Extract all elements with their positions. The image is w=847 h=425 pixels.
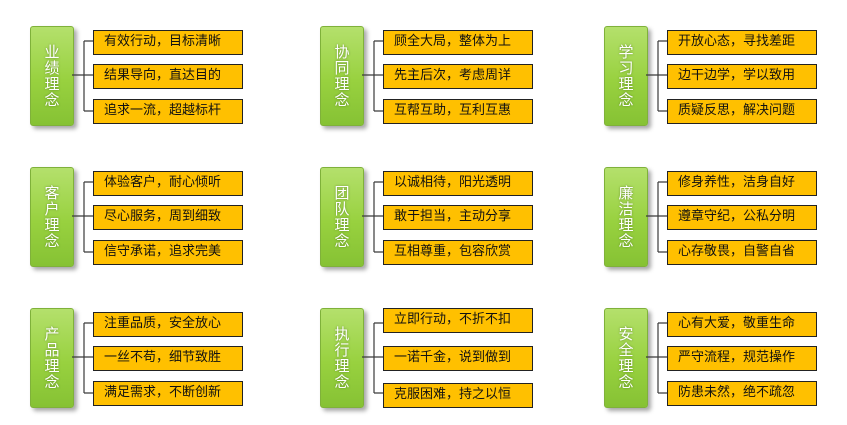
concept-group-learning: 学习理念 开放心态，寻找差距 边干边学，学以致用 质疑反思，解决问题 (604, 26, 844, 141)
principle-item: 开放心态，寻找差距 (667, 30, 817, 55)
principle-item: 严守流程，规范操作 (667, 346, 817, 371)
principle-item: 以诚相待，阳光透明 (383, 171, 533, 196)
concept-group-integrity: 廉洁理念 修身养性，洁身自好 遵章守纪，公私分明 心存敬畏，自警自省 (604, 167, 844, 282)
principle-item: 注重品质，安全放心 (93, 312, 243, 337)
concept-box: 客户理念 (30, 167, 74, 267)
bracket-connector (72, 40, 93, 112)
bracket-connector (646, 40, 667, 112)
principle-item: 尽心服务，周到细致 (93, 205, 243, 230)
principle-item: 顾全大局，整体为上 (383, 30, 533, 55)
bracket-connector (72, 322, 93, 394)
concept-box: 安全理念 (604, 308, 648, 408)
principle-item: 克服困难，持之以恒 (383, 383, 533, 408)
principle-item: 有效行动，目标清晰 (93, 30, 243, 55)
principle-item: 一诺千金，说到做到 (383, 346, 533, 371)
principle-item: 心有大爱，敬重生命 (667, 312, 817, 337)
principle-item: 满足需求，不断创新 (93, 381, 243, 406)
principle-item: 体验客户，耐心倾听 (93, 171, 243, 196)
principle-item: 互帮互助，互利互惠 (383, 99, 533, 124)
principle-item: 修身养性，洁身自好 (667, 171, 817, 196)
bracket-connector (362, 40, 383, 112)
principle-item: 敢于担当，主动分享 (383, 205, 533, 230)
principle-item: 先主后次，考虑周详 (383, 64, 533, 89)
concept-box: 学习理念 (604, 26, 648, 126)
concept-group-product: 产品理念 注重品质，安全放心 一丝不苟，细节致胜 满足需求，不断创新 (30, 308, 270, 423)
concept-box: 业绩理念 (30, 26, 74, 126)
concept-group-performance: 业绩理念 有效行动，目标清晰 结果导向，直达目的 追求一流，超越标杆 (30, 26, 270, 141)
bracket-connector (72, 181, 93, 253)
principle-item: 质疑反思，解决问题 (667, 99, 817, 124)
principle-item: 边干边学，学以致用 (667, 64, 817, 89)
concept-box: 廉洁理念 (604, 167, 648, 267)
concept-box: 执行理念 (320, 308, 364, 408)
principle-item: 立即行动，不折不扣 (383, 308, 533, 333)
principle-item: 一丝不苟，细节致胜 (93, 346, 243, 371)
concept-group-customer: 客户理念 体验客户，耐心倾听 尽心服务，周到细致 信守承诺，追求完美 (30, 167, 270, 282)
concept-group-safety: 安全理念 心有大爱，敬重生命 严守流程，规范操作 防患未然，绝不疏忽 (604, 308, 844, 423)
concept-box: 产品理念 (30, 308, 74, 408)
concept-box: 团队理念 (320, 167, 364, 267)
principle-item: 追求一流，超越标杆 (93, 99, 243, 124)
principle-item: 信守承诺，追求完美 (93, 240, 243, 265)
principle-item: 心存敬畏，自警自省 (667, 240, 817, 265)
concept-group-collaboration: 协同理念 顾全大局，整体为上 先主后次，考虑周详 互帮互助，互利互惠 (320, 26, 560, 141)
concept-group-execution: 执行理念 立即行动，不折不扣 一诺千金，说到做到 克服困难，持之以恒 (320, 308, 560, 423)
principle-item: 结果导向，直达目的 (93, 64, 243, 89)
concept-group-team: 团队理念 以诚相待，阳光透明 敢于担当，主动分享 互相尊重，包容欣赏 (320, 167, 560, 282)
bracket-connector (646, 322, 667, 394)
principle-item: 防患未然，绝不疏忽 (667, 381, 817, 406)
bracket-connector (362, 322, 383, 394)
principle-item: 遵章守纪，公私分明 (667, 205, 817, 230)
concept-box: 协同理念 (320, 26, 364, 126)
principle-item: 互相尊重，包容欣赏 (383, 240, 533, 265)
bracket-connector (646, 181, 667, 253)
bracket-connector (362, 181, 383, 253)
